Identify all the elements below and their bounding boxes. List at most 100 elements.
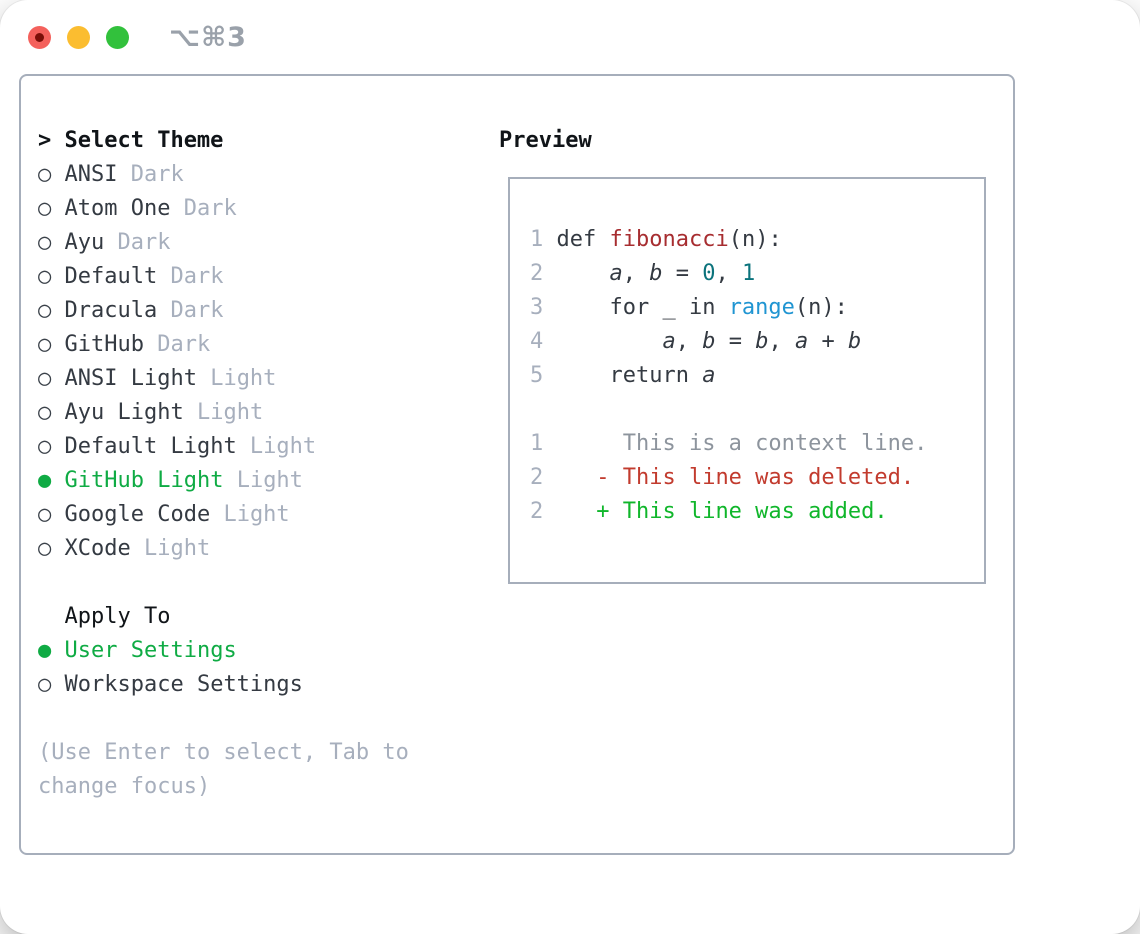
code-segment: range <box>728 295 795 320</box>
theme-item[interactable]: ○ Default Light Light <box>38 430 499 464</box>
code-segment: fibonacci <box>609 227 729 252</box>
code-segment: def <box>556 227 610 252</box>
theme-list: ○ ANSI Dark○ Atom One Dark○ Ayu Dark○ De… <box>38 158 499 566</box>
item-label: ANSI <box>64 162 118 187</box>
code-segment <box>543 499 596 524</box>
code-segment: , <box>622 261 650 286</box>
code-line: 1 This is a context line. <box>530 427 970 461</box>
theme-item[interactable]: ○ XCode Light <box>38 532 499 566</box>
keyboard-hint-line: (Use Enter to select, Tab to <box>38 740 409 765</box>
code-segment: = <box>662 261 703 286</box>
radio-selected-icon: ● <box>38 638 65 663</box>
code-segment: b <box>847 329 862 354</box>
code-segment: , <box>715 261 742 286</box>
item-label: Default <box>64 264 158 289</box>
code-segment: a <box>662 329 676 354</box>
focus-arrow-icon: > <box>38 128 52 153</box>
radio-unselected-icon: ○ <box>38 162 65 187</box>
item-label: Workspace Settings <box>64 672 303 697</box>
item-label: Google Code <box>64 502 211 527</box>
item-variant-label: Light <box>183 400 264 425</box>
radio-unselected-icon: ○ <box>38 672 65 697</box>
theme-item[interactable]: ○ Google Code Light <box>38 498 499 532</box>
item-label: Ayu <box>64 230 105 255</box>
code-segment: 2 <box>530 465 544 490</box>
code-segment: 2 <box>530 261 557 286</box>
item-label: ANSI Light <box>64 366 197 391</box>
radio-unselected-icon: ○ <box>38 332 65 357</box>
code-segment: 1 <box>741 261 756 286</box>
item-label: Default Light <box>64 434 237 459</box>
code-segment: , <box>675 329 703 354</box>
radio-unselected-icon: ○ <box>38 434 65 459</box>
item-label: GitHub <box>64 332 144 357</box>
code-segment: 1 <box>530 431 544 456</box>
radio-unselected-icon: ○ <box>38 196 65 221</box>
code-segment: b <box>755 329 769 354</box>
preview-pane: Preview 1 def fibonacci(n):2 a, b = 0, 1… <box>499 124 1013 853</box>
code-line: 1 def fibonacci(n): <box>530 223 970 257</box>
apply-item[interactable]: ○ Workspace Settings <box>38 668 499 702</box>
item-label: Dracula <box>64 298 158 323</box>
code-segment: 3 <box>530 295 557 320</box>
code-segment: a <box>609 261 623 286</box>
code-segment: 0 <box>702 261 716 286</box>
radio-selected-icon: ● <box>38 468 65 493</box>
item-variant-label: Light <box>236 434 317 459</box>
theme-item[interactable]: ○ ANSI Dark <box>38 158 499 192</box>
item-variant-label: Light <box>130 536 211 561</box>
item-label: XCode <box>64 536 131 561</box>
code-segment: 2 <box>530 499 544 524</box>
theme-item[interactable]: ○ Atom One Dark <box>38 192 499 226</box>
radio-unselected-icon: ○ <box>38 536 65 561</box>
code-segment: + This line was added. <box>596 499 888 524</box>
code-segment: a <box>702 363 716 388</box>
item-variant-label: Dark <box>143 332 211 357</box>
minimize-button-icon[interactable] <box>67 25 90 49</box>
item-label: User Settings <box>64 638 237 663</box>
code-line: 5 return a <box>530 359 970 393</box>
code-segment: 4 <box>530 329 557 354</box>
code-line: 4 a, b = b, a + b <box>530 325 970 359</box>
theme-item[interactable]: ○ Dracula Dark <box>38 294 499 328</box>
select-theme-header: > Select Theme <box>38 124 499 158</box>
theme-item[interactable]: ○ Ayu Dark <box>38 226 499 260</box>
apply-item-selected[interactable]: ● User Settings <box>38 634 499 668</box>
item-variant-label: Dark <box>104 230 171 255</box>
code-segment: return <box>556 363 703 388</box>
radio-unselected-icon: ○ <box>38 230 65 255</box>
radio-unselected-icon: ○ <box>38 366 65 391</box>
code-line: 2 a, b = 0, 1 <box>530 257 970 291</box>
code-segment: (n): <box>794 295 848 320</box>
theme-item[interactable]: ○ Ayu Light Light <box>38 396 499 430</box>
code-segment: 5 <box>530 363 557 388</box>
window-title: ⌥⌘3 <box>169 21 247 53</box>
code-line: 3 for _ in range(n): <box>530 291 970 325</box>
code-segment: This is a context line. <box>543 431 928 456</box>
item-label: Ayu Light <box>64 400 184 425</box>
keyboard-hint-line: change focus) <box>38 774 211 799</box>
select-theme-title: Select Theme <box>64 128 224 153</box>
item-variant-label: Dark <box>157 264 224 289</box>
close-button-icon[interactable] <box>28 25 51 49</box>
item-variant-label: Light <box>196 366 277 391</box>
code-segment: = <box>715 329 756 354</box>
code-segment: a <box>794 329 809 354</box>
radio-unselected-icon: ○ <box>38 264 65 289</box>
item-label: Atom One <box>64 196 171 221</box>
theme-item-selected[interactable]: ● GitHub Light Light <box>38 464 499 498</box>
zoom-button-icon[interactable] <box>106 25 129 49</box>
apply-to-header: Apply To <box>64 604 171 629</box>
theme-picker-column: >Select Theme ○ ANSI Dark○ Atom One Dark… <box>38 124 499 853</box>
code-segment: for _ in <box>556 295 729 320</box>
code-segment <box>557 329 663 354</box>
theme-item[interactable]: ○ GitHub Dark <box>38 328 499 362</box>
theme-item[interactable]: ○ Default Dark <box>38 260 499 294</box>
code-segment: + <box>808 329 848 354</box>
theme-item[interactable]: ○ ANSI Light Light <box>38 362 499 396</box>
item-variant-label: Light <box>210 502 290 527</box>
traffic-lights <box>28 25 129 49</box>
code-segment <box>557 261 610 286</box>
